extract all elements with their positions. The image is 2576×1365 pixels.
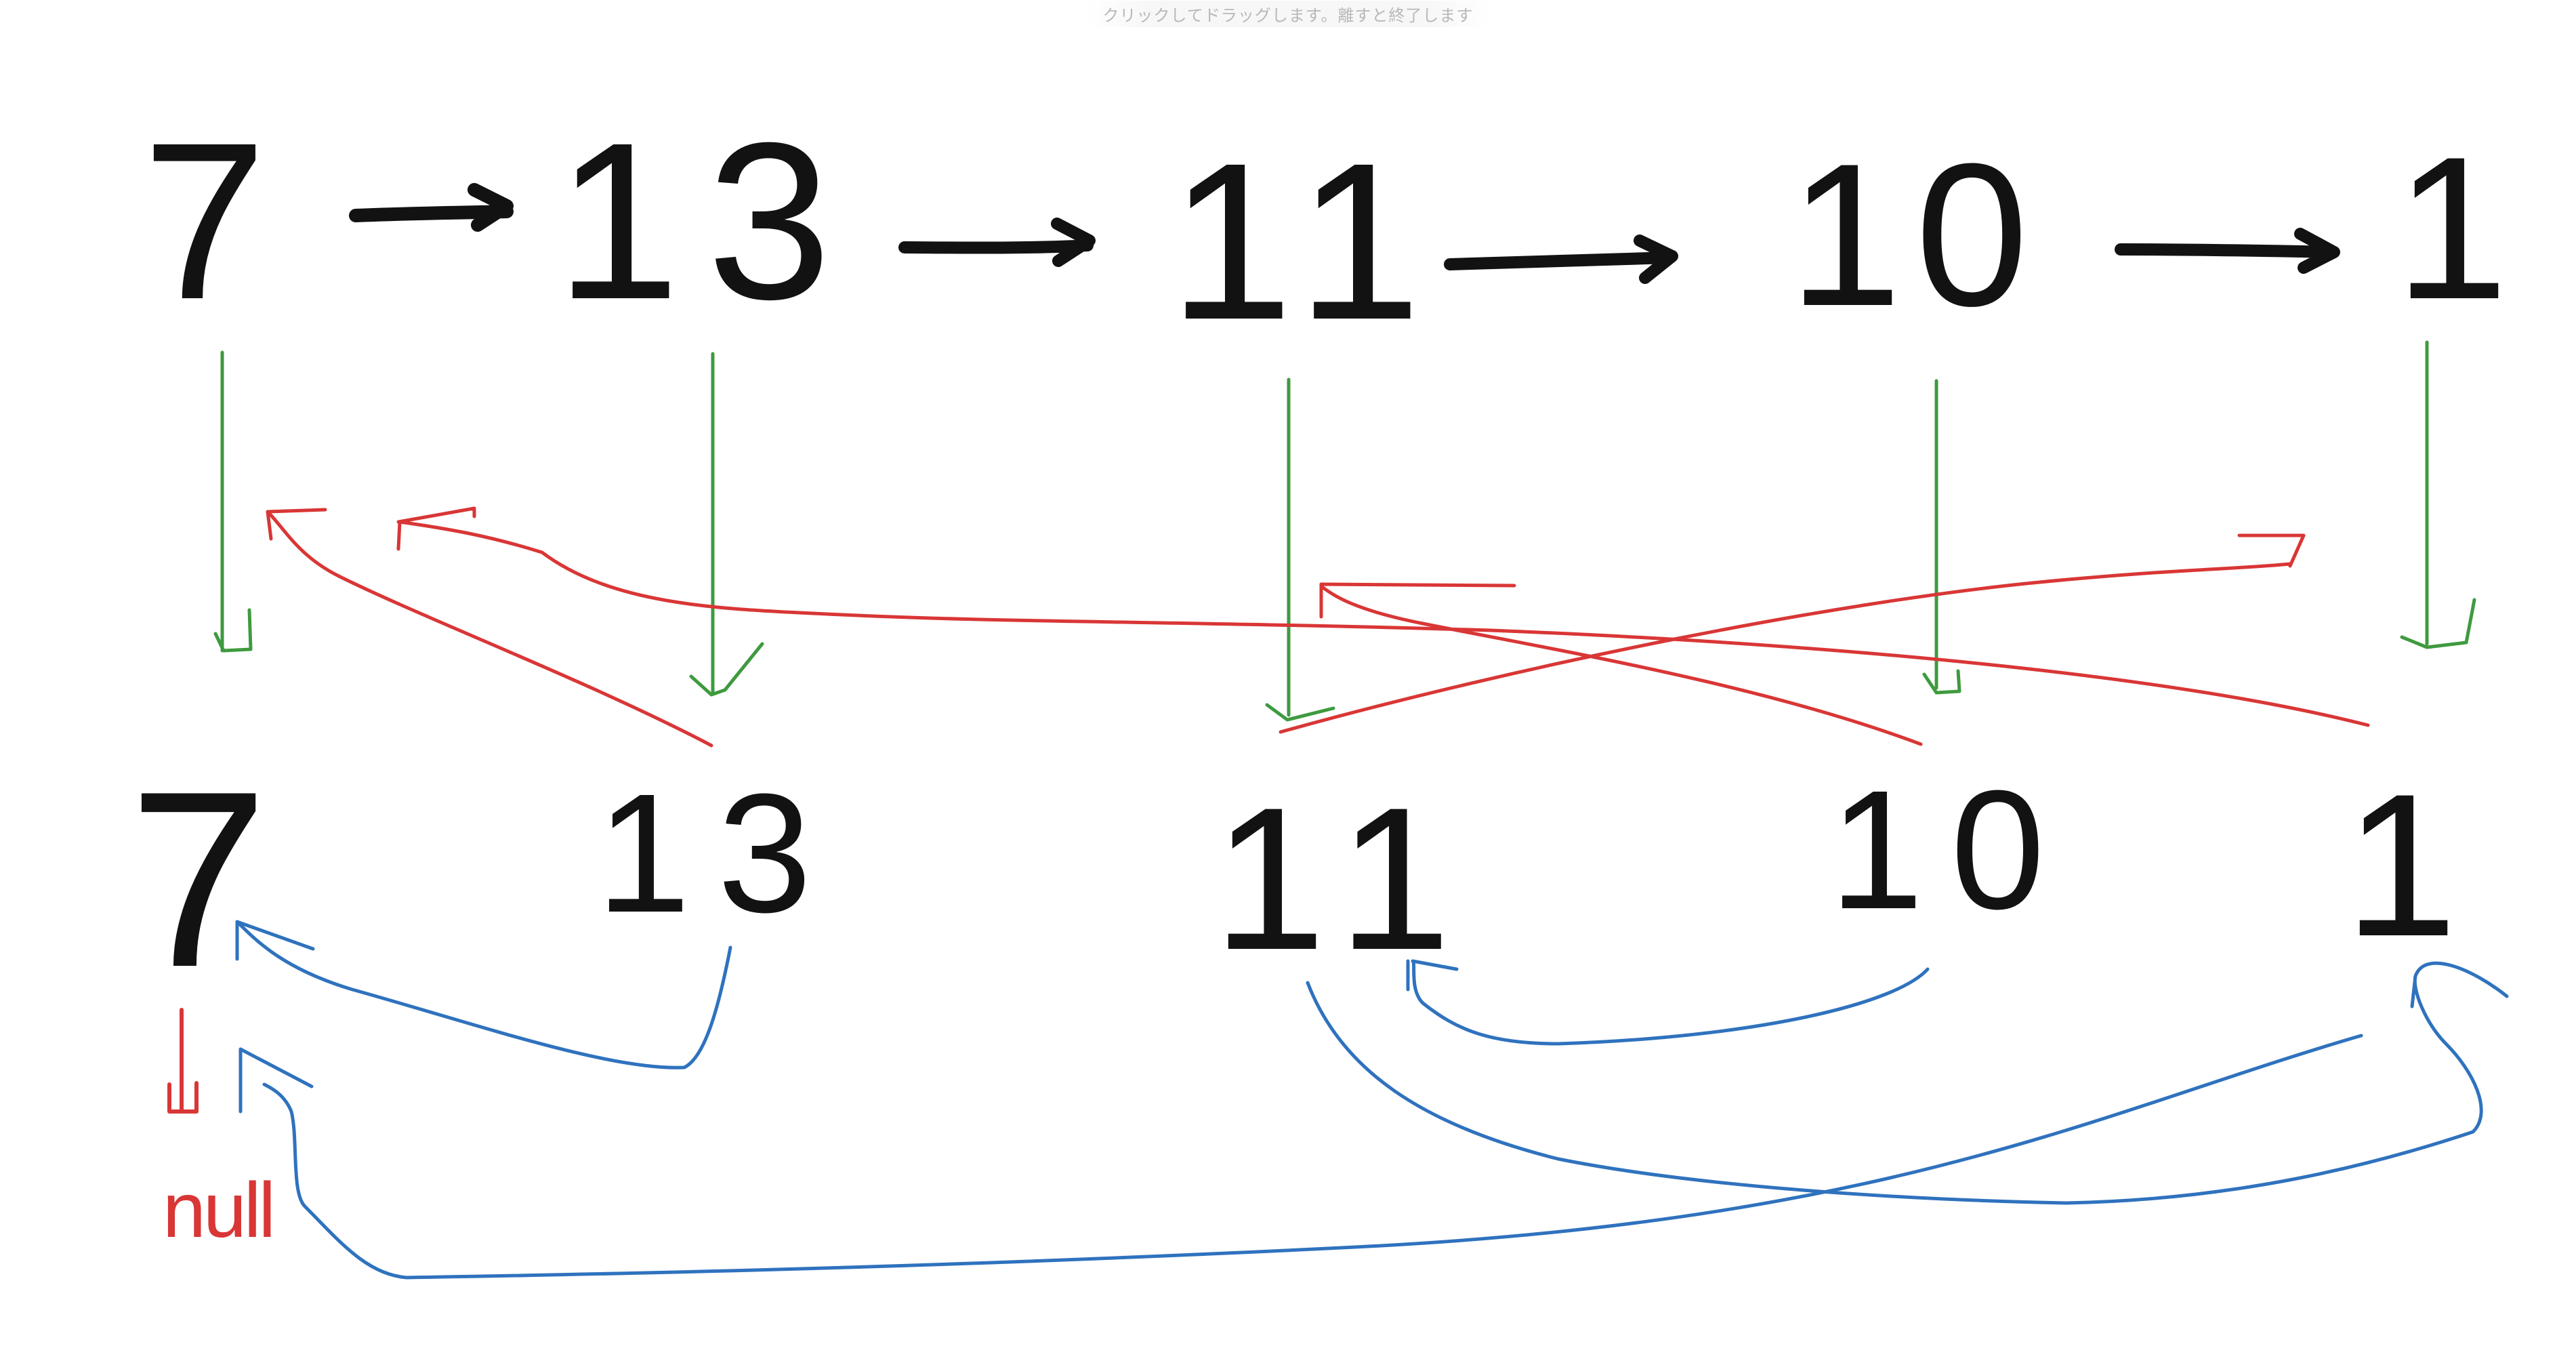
copy-link-arrow-10	[1922, 379, 1961, 695]
original-node-1-label: 1	[2395, 114, 2508, 342]
original-next-arrow-13-11	[898, 218, 1096, 267]
original-node-7: 7	[142, 96, 267, 346]
copy-links	[213, 340, 2476, 722]
original-node-10-label: 10	[1789, 121, 2042, 348]
copy-node-7-label: 7	[129, 739, 268, 1019]
copy-node-7: 7	[129, 739, 268, 1019]
original-node-13-label: 13	[556, 96, 858, 346]
original-node-10: 10	[1789, 121, 2042, 348]
copy-node-11-label: 11	[1213, 765, 1478, 992]
copy-link-arrow-11	[1265, 378, 1335, 722]
copy-node-10: 10	[1829, 755, 2072, 944]
copy-next-pointer-10-to-11	[1406, 959, 1930, 1046]
null-terminator: null	[163, 1008, 276, 1254]
copy-next-pointer-1-to-7	[238, 1034, 2363, 1280]
null-label: null	[163, 1167, 273, 1254]
copy-node-13: 13	[596, 758, 839, 948]
original-node-11-label: 11	[1169, 116, 1442, 366]
copy-node-13-label: 13	[596, 758, 839, 948]
original-node-1: 1	[2395, 114, 2508, 342]
copy-node-11: 11	[1213, 765, 1478, 992]
copy-node-10-label: 10	[1829, 755, 2072, 944]
random-pointers	[266, 506, 2370, 748]
null-arrow	[167, 1008, 199, 1114]
copy-list: 7 13 11 10 1	[129, 739, 2457, 1019]
original-next-arrow-11-10	[1444, 235, 1678, 284]
original-next-arrow-7-13	[349, 183, 514, 232]
random-pointer-13-to-7	[266, 508, 713, 748]
random-pointer-10-to-11	[1319, 582, 1923, 746]
copy-node-1: 1	[2344, 751, 2457, 979]
random-pointer-1-to-7	[396, 506, 2370, 727]
copy-node-1-label: 1	[2344, 751, 2457, 979]
original-node-11: 11	[1169, 116, 1442, 366]
original-list: 7 13 11 10 1	[142, 96, 2508, 366]
original-node-7-label: 7	[142, 96, 267, 346]
random-pointer-11-to-1	[1279, 533, 2306, 734]
copy-link-arrow-13	[689, 352, 764, 697]
copy-next-pointers	[235, 920, 2509, 1280]
copy-link-arrow-1	[2400, 340, 2476, 649]
copy-link-arrow-7	[213, 350, 253, 653]
copy-next-pointer-11-to-1	[1306, 961, 2509, 1205]
copy-next-pointer-13-to-7	[235, 920, 732, 1069]
original-next-arrow-10-1	[2115, 228, 2340, 274]
original-node-13: 13	[556, 96, 858, 346]
